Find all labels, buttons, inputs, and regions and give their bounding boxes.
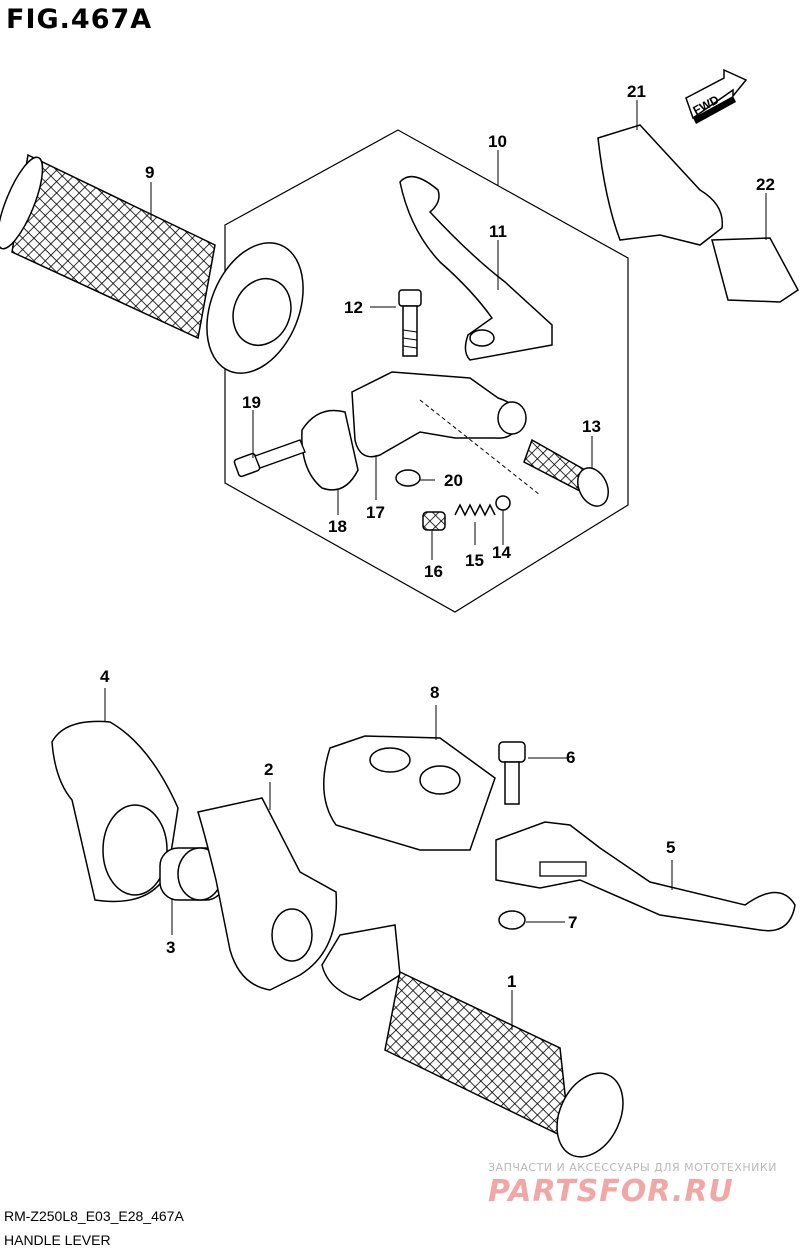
part-21-boot: [597, 124, 724, 246]
callout-21: 21: [627, 82, 646, 101]
callout-15: 15: [465, 551, 484, 570]
callout-17: 17: [366, 503, 385, 522]
part-17-perch: [351, 371, 521, 458]
part-15-spring: [454, 503, 496, 517]
part-1-grip: [321, 924, 624, 1158]
watermark-tagline: ЗАПЧАСТИ И АКСЕССУАРЫ ДЛЯ МОТОТЕХНИКИ: [488, 1161, 777, 1174]
footer-code: RM-Z250L8_E03_E28_467A: [4, 1208, 184, 1224]
part-14-ball: [495, 495, 511, 511]
callout-16: 16: [424, 562, 443, 581]
part-8-housing: [323, 735, 496, 851]
part-6-bolt: [498, 741, 526, 805]
part-11-pivot: [469, 329, 495, 347]
assembly-outline: [224, 129, 629, 613]
part-18-clamp: [301, 409, 359, 491]
watermark-logo: PARTSFOR.RU: [488, 1174, 734, 1209]
callout-11: 11: [489, 222, 507, 241]
callout-10: 10: [488, 132, 507, 151]
callout-22: 22: [756, 175, 775, 194]
part-10-lever: [399, 175, 553, 361]
part-16-bushing: [422, 511, 446, 531]
fig-title: FIG.467A: [6, 4, 153, 35]
part-5-lever: [495, 821, 796, 932]
part-9-grip: [0, 153, 304, 374]
callout-1: 1: [507, 972, 516, 991]
callout-5: 5: [666, 838, 675, 857]
part-22-adjuster: [711, 237, 799, 303]
callout-8: 8: [430, 683, 439, 702]
leader-lines-lower: [104, 688, 673, 1030]
part-20-nut: [395, 469, 421, 487]
callout-7: 7: [568, 913, 577, 932]
callout-3: 3: [166, 938, 175, 957]
part-19-bolt: [233, 439, 306, 478]
callout-13: 13: [582, 417, 601, 436]
fwd-arrow-icon: FWD: [685, 68, 748, 124]
part-2-clamp: [197, 797, 338, 991]
callout-4: 4: [100, 667, 110, 686]
part-12-bolt: [398, 289, 422, 357]
footer-title: HANDLE LEVER: [4, 1232, 111, 1248]
part-7-nut: [498, 910, 526, 930]
callout-2: 2: [264, 760, 273, 779]
part-13-adjuster: [523, 438, 609, 507]
callout-18: 18: [328, 517, 347, 536]
callout-6: 6: [566, 748, 575, 767]
callout-9: 9: [145, 163, 154, 182]
leader-lines-upper: [150, 100, 767, 560]
callout-20: 20: [444, 471, 463, 490]
callout-12: 12: [344, 298, 363, 317]
callout-19: 19: [242, 393, 261, 412]
callout-14: 14: [492, 543, 511, 562]
